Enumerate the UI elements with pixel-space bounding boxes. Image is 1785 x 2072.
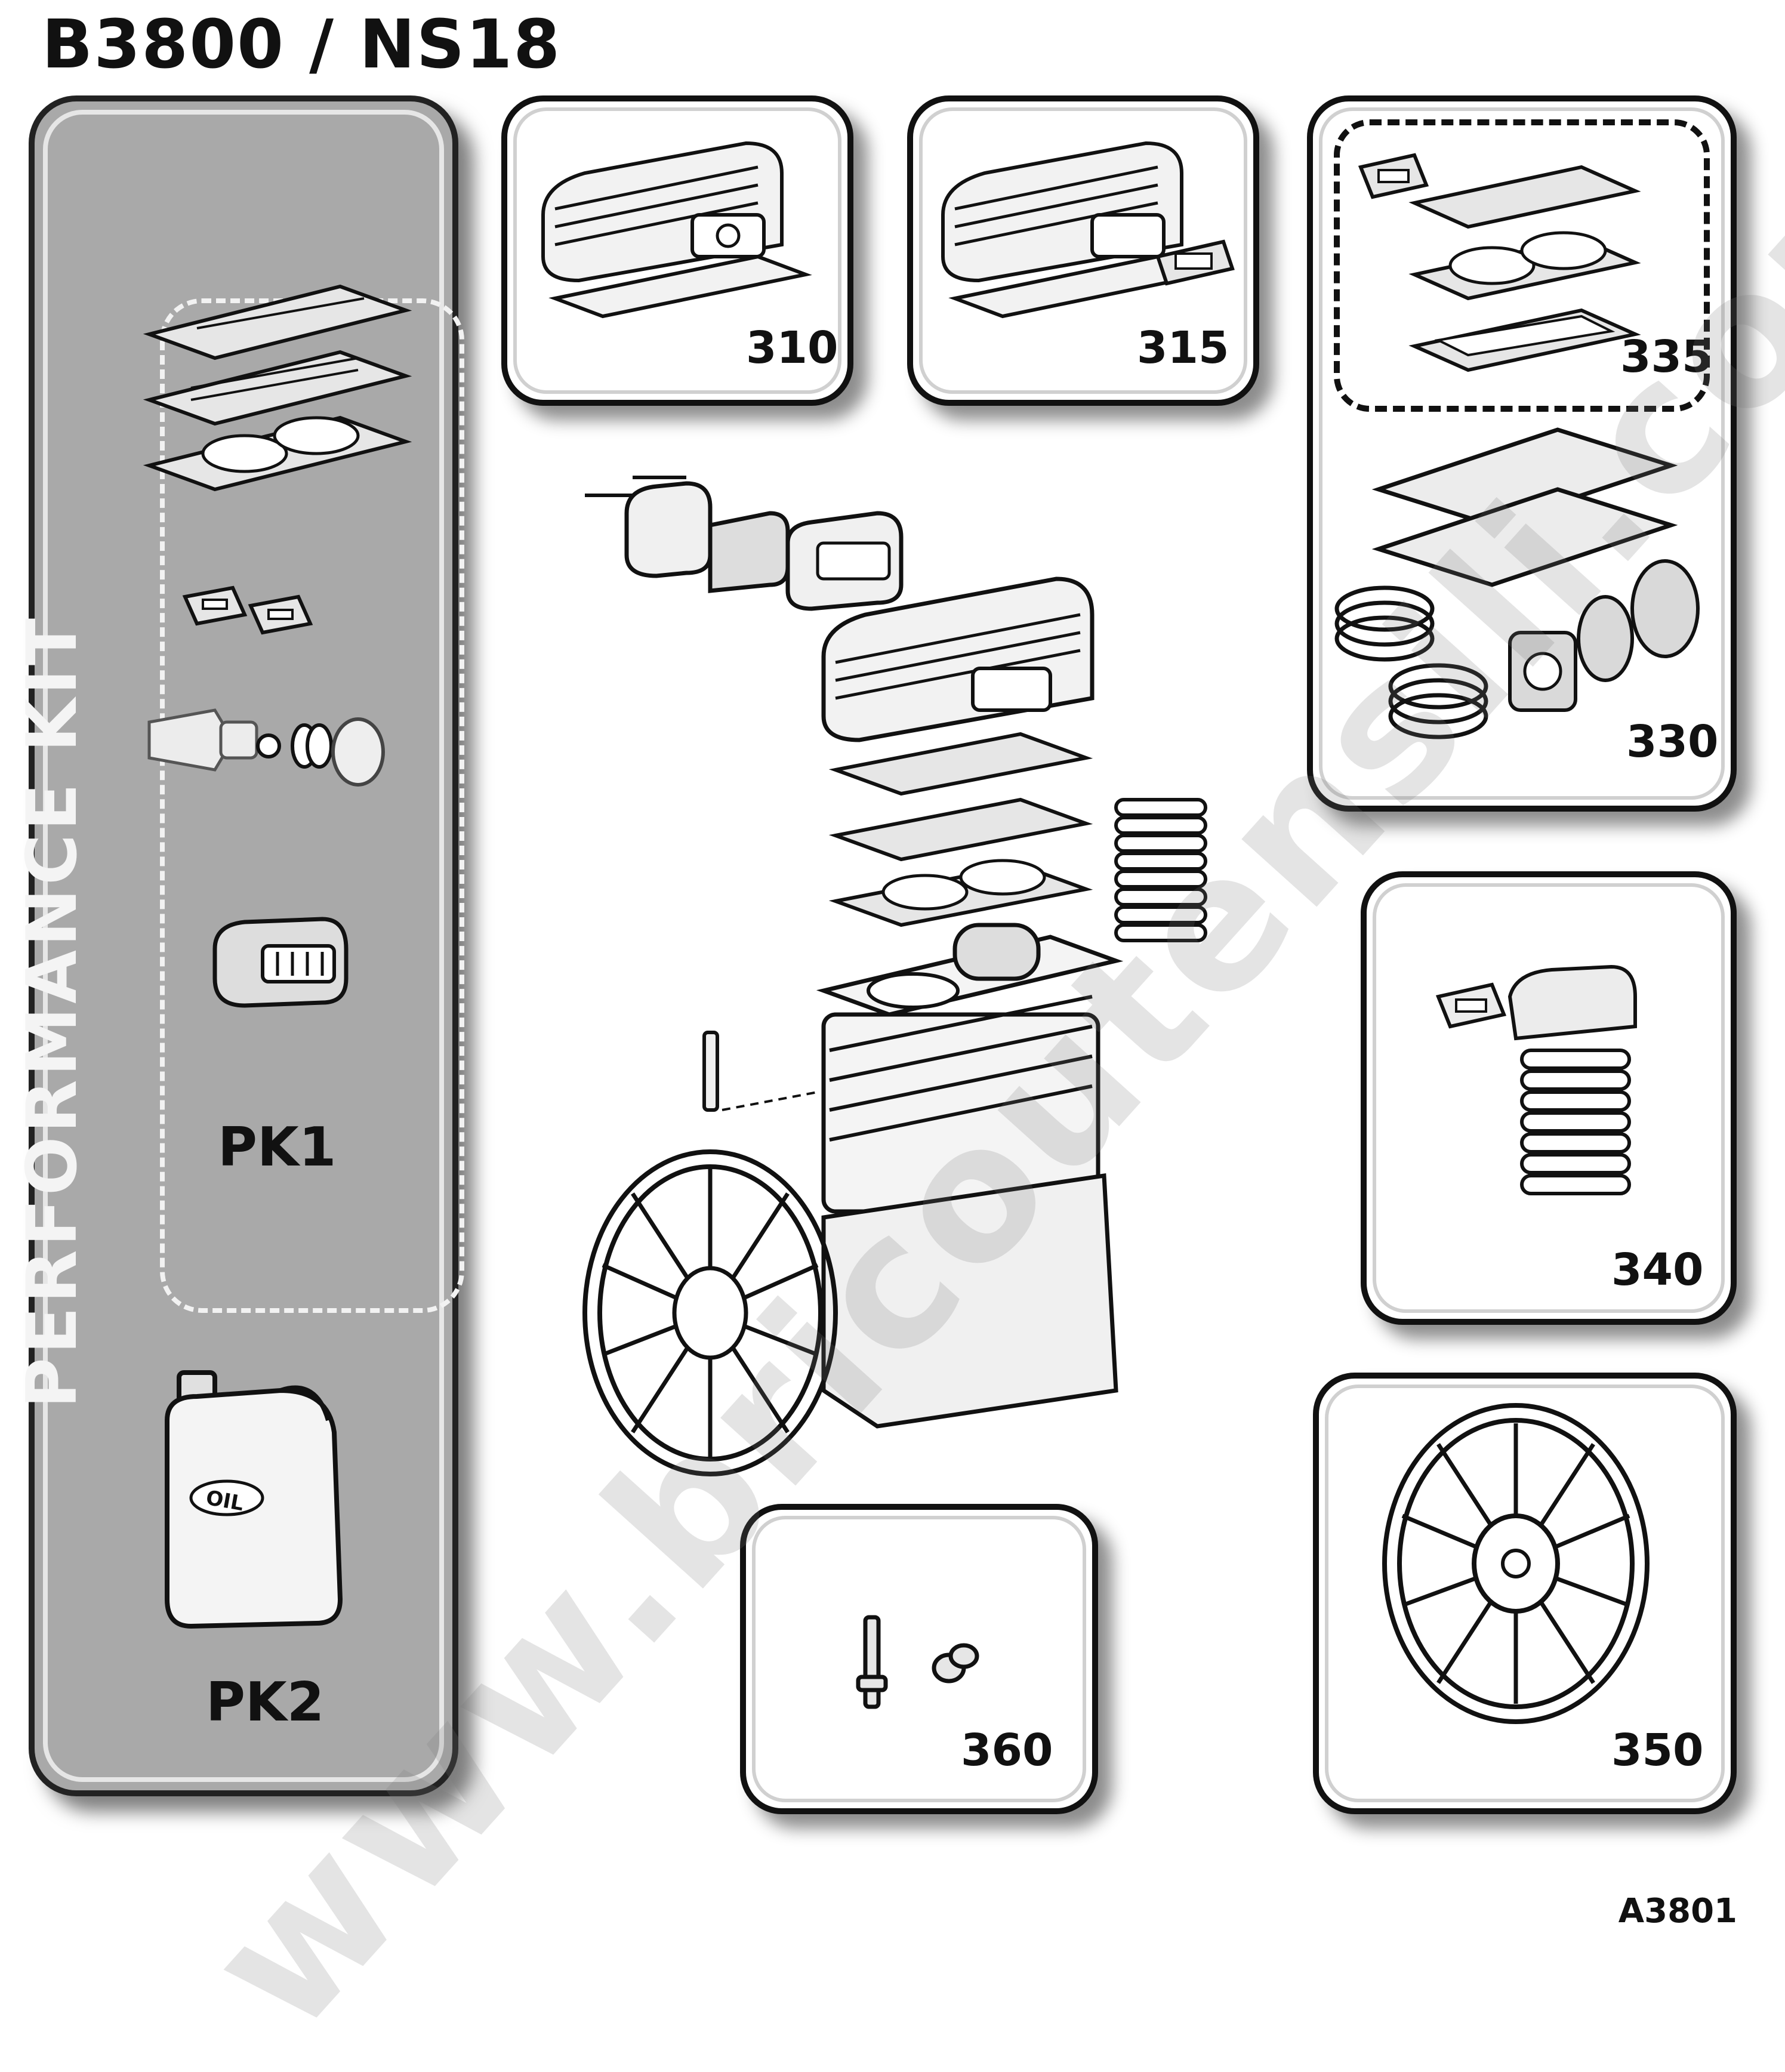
panel-340-label: 340 [1611,1244,1704,1296]
pk1-air-filter-icon [212,917,349,1008]
pk1-valve-gasket-icon [182,585,313,635]
pk1-valve-parts-icon [147,708,385,787]
pk2-label: PK2 [206,1671,325,1734]
pulley-350-icon [1382,1403,1650,1724]
cylinder-head-310-icon [541,141,812,319]
panel-330-label: 330 [1626,716,1719,767]
panel-315-label: 315 [1137,322,1229,374]
bolt-and-plug-360-icon [856,1615,979,1709]
panel-310-label: 310 [746,322,838,374]
panel-335-label: 335 [1620,331,1713,383]
performance-kit-vertical-label: PERFORMANCE KIT [12,615,93,1408]
drawing-code: A3801 [1618,1892,1737,1931]
panel-335-dashed-group [1334,119,1710,412]
diagram-title: B3800 / NS18 [42,6,562,84]
pk2-oil-bottle-icon [165,1370,343,1629]
pk1-gasket-stack-icon [143,284,412,492]
pk1-label: PK1 [218,1116,337,1179]
intercooler-340-icon [1435,964,1637,1195]
compressor-pump-exploded-view [582,476,1207,1476]
cylinder-head-315-icon [941,141,1235,319]
panel-360 [740,1504,1098,1814]
rings-and-bearing-330-icon [1334,427,1700,739]
gasket-set-335-icon [1358,153,1641,372]
panel-360-label: 360 [961,1725,1053,1776]
panel-350-label: 350 [1611,1725,1704,1776]
